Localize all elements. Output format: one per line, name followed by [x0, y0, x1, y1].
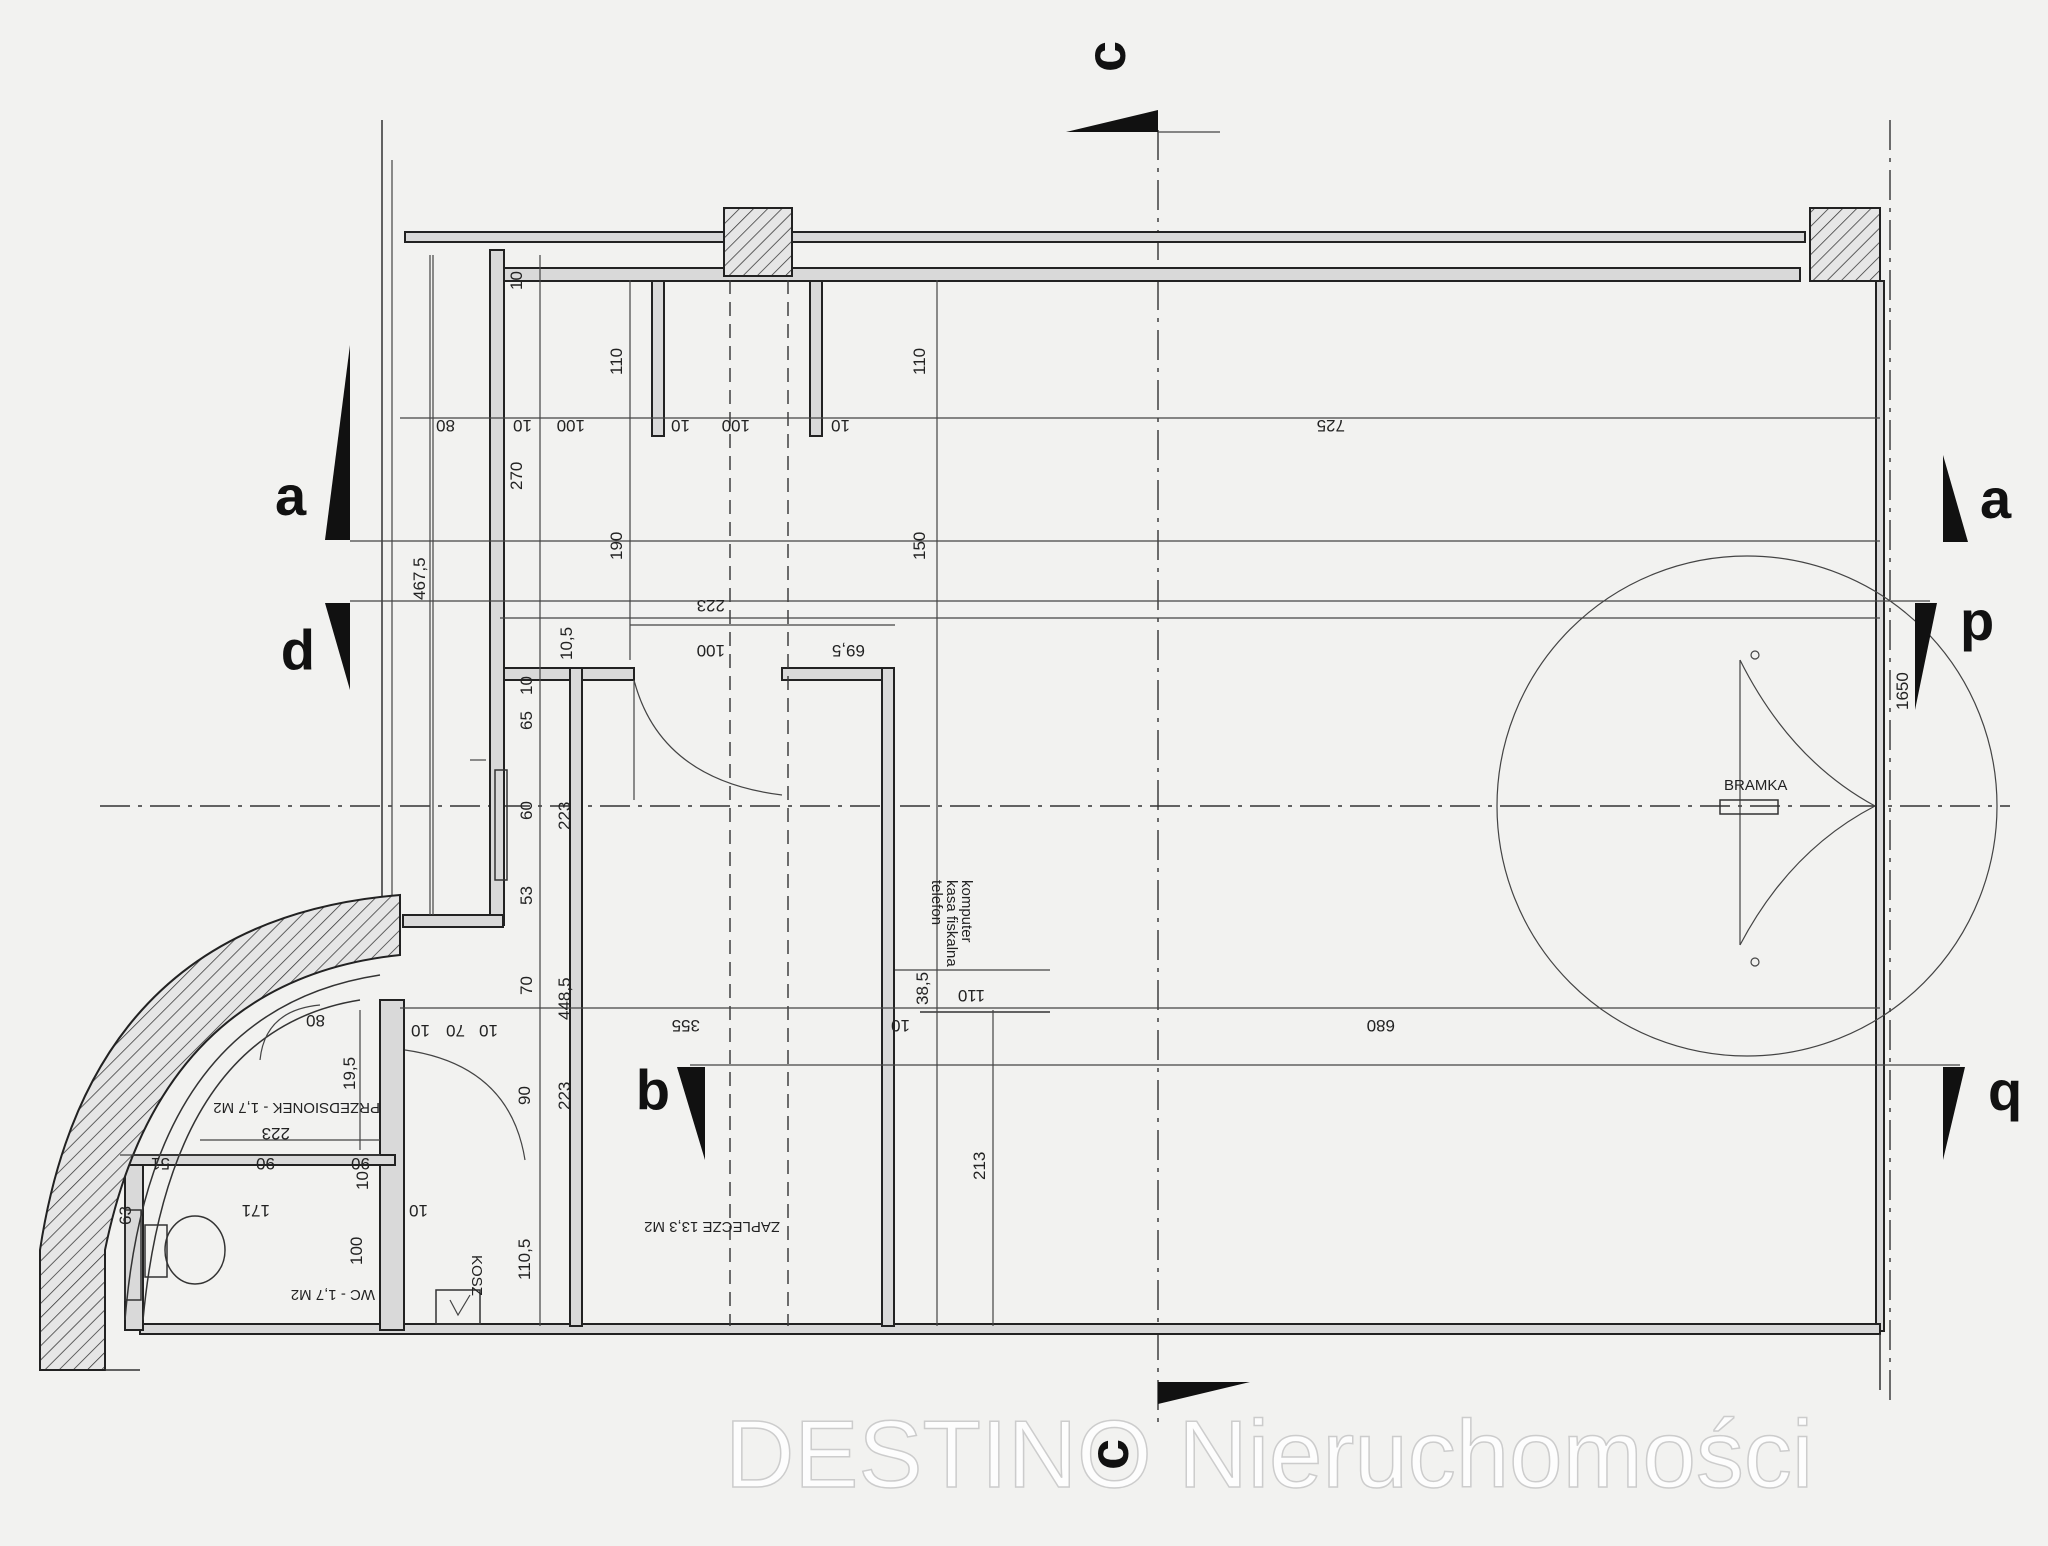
dim: 10 — [517, 676, 536, 695]
gate-swing-circle — [1496, 555, 1998, 1057]
dim: 100 — [697, 641, 725, 660]
dim: 69,5 — [832, 641, 865, 660]
section-label-q-right: q — [1988, 1059, 2022, 1122]
section-marker-p-right — [1915, 603, 1937, 710]
vitrine-wall — [489, 249, 505, 926]
label-kasa-3: telefon — [928, 880, 945, 925]
dim: 90 — [515, 1086, 534, 1105]
dim: 270 — [507, 462, 526, 490]
section-marker-a-left — [325, 345, 350, 540]
dim: 110 — [958, 986, 985, 1005]
dim: 10 — [831, 416, 850, 435]
dim: 10 — [409, 1201, 428, 1220]
dim: 448,5 — [555, 977, 574, 1020]
dim: 110 — [910, 348, 929, 375]
gate-box — [1719, 799, 1779, 815]
dim: 213 — [970, 1152, 989, 1180]
dim: 60 — [517, 801, 536, 820]
dim: 171 — [242, 1201, 270, 1220]
label-kasa-1: kasa fiskalna — [943, 880, 960, 967]
door-wc — [259, 1004, 321, 1061]
right-wall — [1875, 280, 1885, 1332]
dim: 80 — [306, 1011, 325, 1030]
dim: 90 — [351, 1154, 370, 1173]
dim: 10 — [353, 1171, 372, 1190]
dim: 467,5 — [410, 557, 429, 600]
section-marker-p-left — [325, 603, 350, 690]
dim: 100 — [557, 416, 585, 435]
room-label-przedsionek: PRZEDSIONEK - 1,7 M2 — [213, 1099, 380, 1116]
dim: 10 — [479, 1021, 498, 1040]
backroom-left-wall — [569, 667, 583, 1327]
section-label-c-bottom: c — [1077, 1439, 1140, 1470]
dim: 110,5 — [515, 1239, 534, 1280]
dim: 223 — [697, 596, 725, 615]
door-vestibule — [404, 1049, 526, 1161]
dim: 10 — [671, 416, 690, 435]
label-kasa-2: komputer — [958, 880, 975, 943]
dim: 10 — [891, 1016, 910, 1035]
watermark: DESTINO Nieruchomości — [725, 1401, 1813, 1508]
section-marker-a-right — [1943, 455, 1968, 542]
dim: 65 — [517, 711, 536, 730]
room-label-wc: WC - 1,7 M2 — [291, 1286, 375, 1303]
dim: 63 — [116, 1206, 135, 1225]
dim: 10 — [411, 1021, 430, 1040]
section-marker-c-top — [1066, 110, 1158, 132]
dim: 725 — [1317, 416, 1345, 435]
section-label-c-top: c — [1074, 41, 1137, 72]
backroom-right-wall — [881, 667, 895, 1327]
dim: 53 — [517, 886, 536, 905]
room-label-zaplecze: ZAPLECZE 13,3 M2 — [644, 1218, 780, 1235]
dim: 223 — [262, 1124, 290, 1143]
column-top-middle — [723, 207, 793, 277]
top-wall — [404, 231, 1806, 243]
dim: 150 — [910, 532, 929, 560]
curved-wall — [39, 893, 401, 1371]
section-label-q-left: q — [636, 1068, 670, 1131]
dim: 38,5 — [913, 972, 932, 1005]
column-top-right — [1809, 207, 1881, 282]
section-label-p-right: p — [1960, 589, 1994, 652]
section-marker-q-right — [1943, 1067, 1965, 1160]
dim: 355 — [672, 1016, 700, 1035]
section-label-a-right: a — [1980, 467, 2012, 530]
dim: 223 — [555, 1082, 574, 1110]
toilet — [164, 1215, 226, 1285]
section-label-p-left: p — [281, 628, 315, 691]
dim: 1650 — [1893, 672, 1912, 710]
dim: 100 — [347, 1237, 366, 1265]
dim: 51 — [151, 1154, 170, 1173]
section-marker-c-bottom — [1158, 1382, 1250, 1404]
dim: 110 — [607, 348, 626, 375]
dim: 190 — [607, 532, 626, 560]
dim: 223 — [555, 802, 574, 830]
dim: 70 — [517, 976, 536, 995]
dim: 70 — [446, 1021, 465, 1040]
label-bramka: BRAMKA — [1724, 777, 1787, 794]
dim: 680 — [1367, 1016, 1395, 1035]
door-backroom — [633, 679, 783, 796]
dim: 10 — [513, 416, 532, 435]
dim: 80 — [436, 416, 455, 435]
dim: 19,5 — [340, 1057, 359, 1090]
dim: 90 — [256, 1154, 275, 1173]
dim: 10 — [507, 271, 526, 290]
dim: 100 — [722, 416, 750, 435]
dim: 10,5 — [557, 627, 576, 660]
room-label-kosz: KOSZ — [468, 1255, 485, 1296]
section-label-a-left: a — [275, 464, 307, 527]
trash-bin — [435, 1289, 481, 1325]
section-marker-q-left — [677, 1067, 705, 1160]
top-inner-wall — [499, 267, 1801, 282]
